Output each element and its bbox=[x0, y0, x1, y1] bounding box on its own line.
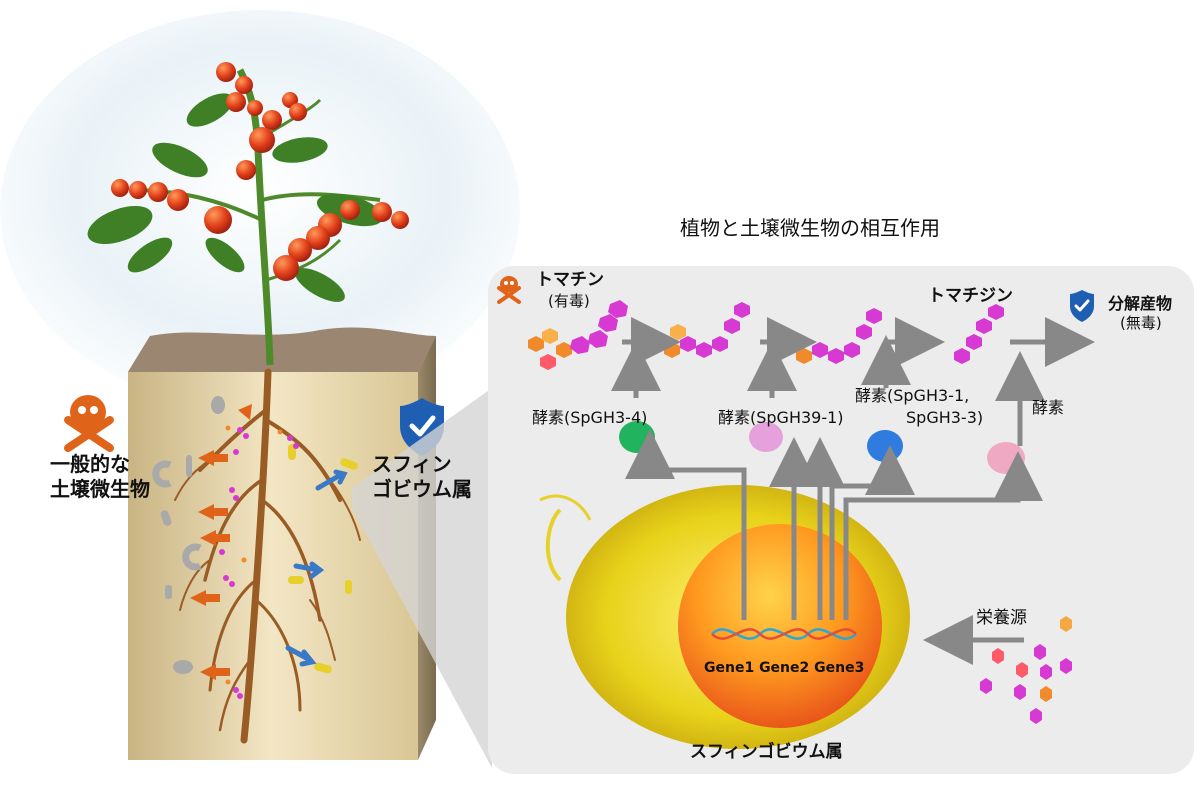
tomatidine-label: トマチジン bbox=[928, 286, 1013, 306]
common-soil-microbes-label: 一般的な 土壌微生物 bbox=[50, 452, 150, 502]
products-toxicity-label: (無毒) bbox=[1120, 314, 1162, 332]
soil-molecules bbox=[219, 425, 299, 699]
pathway-arrows bbox=[611, 317, 1095, 446]
figure-title: 植物と土壌微生物の相互作用 bbox=[680, 216, 940, 240]
cell-name-label: スフィンゴビウム属 bbox=[690, 742, 843, 762]
skull-crossbones-icon bbox=[64, 395, 114, 452]
degradation-products-label: 分解産物 bbox=[1108, 294, 1173, 313]
enzyme-spgh3-4-label: 酵素(SpGH3-4) bbox=[532, 408, 648, 427]
label-line: 土壌微生物 bbox=[50, 477, 150, 501]
label-line: スフィン bbox=[372, 452, 452, 476]
tomato-plant bbox=[87, 62, 409, 366]
genes-label: Gene1 Gene2 Gene3 bbox=[704, 660, 865, 676]
dna-strand bbox=[711, 628, 857, 640]
sphingobium-arrows bbox=[285, 469, 348, 667]
nutrient-molecules bbox=[980, 616, 1072, 724]
enzyme-spgh3-1-label: 酵素(SpGH3-1, bbox=[855, 386, 970, 405]
tomatine-label: トマチン bbox=[536, 270, 604, 290]
tomatine-toxicity-label: (有毒) bbox=[548, 292, 590, 310]
sphingobium-soil-label: スフィン ゴビウム属 bbox=[372, 452, 472, 502]
shield-check-icon bbox=[1070, 290, 1094, 322]
common-microbe-arrows bbox=[190, 404, 252, 680]
molecule-tomatidine bbox=[954, 304, 1004, 364]
soil-microbes bbox=[152, 396, 225, 674]
skull-crossbones-icon bbox=[497, 276, 521, 304]
molecule-tomatine bbox=[528, 300, 628, 370]
enzyme-spgh3-3-label: SpGH3-3) bbox=[906, 408, 984, 427]
label-line: 一般的な bbox=[50, 452, 130, 476]
label-line: ゴビウム属 bbox=[372, 477, 472, 501]
nutrient-label: 栄養源 bbox=[976, 608, 1027, 628]
enzyme-final-label: 酵素 bbox=[1032, 398, 1065, 417]
gene-expression-arrows bbox=[625, 429, 1043, 620]
zoom-beam bbox=[352, 388, 492, 768]
enzyme-spgh39-1-label: 酵素(SpGH39-1) bbox=[718, 408, 844, 427]
